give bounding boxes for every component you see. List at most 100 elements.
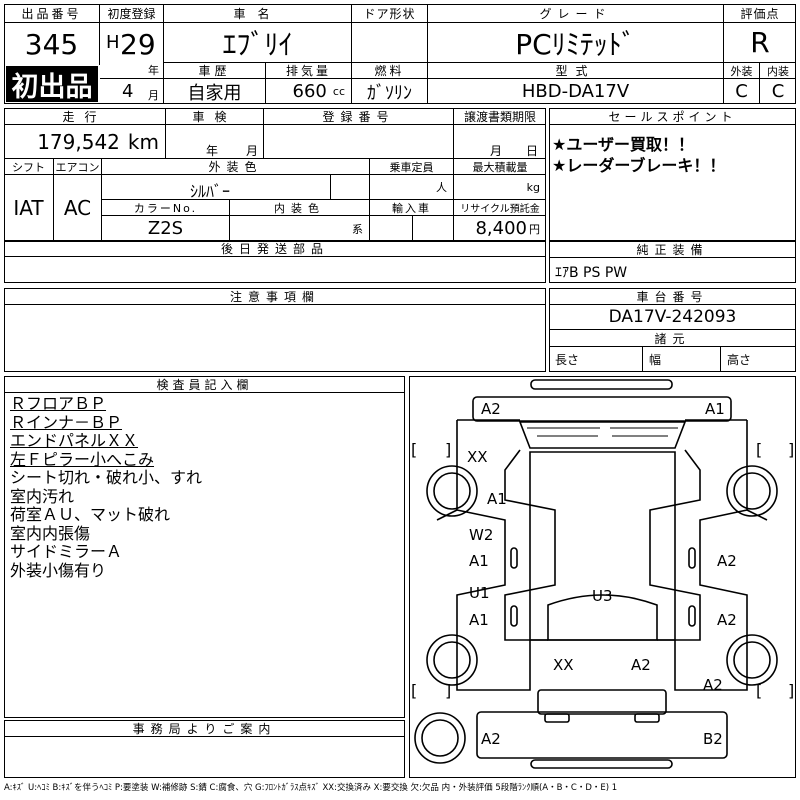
mileage-cell: 179,542 km xyxy=(4,125,166,159)
bracket-right-close: ] xyxy=(788,440,795,459)
office-section xyxy=(4,720,405,778)
front-bumper-top xyxy=(530,379,673,390)
mark-rear-door-left-b: A1 xyxy=(469,611,489,629)
load-cell: kg xyxy=(454,175,546,200)
reg-month: 4 xyxy=(122,81,134,102)
model-label: 型式 xyxy=(428,63,724,79)
chassis-label: 車台番号 xyxy=(549,288,796,305)
insp-month-unit: 月 xyxy=(246,144,259,158)
ext-color-cell xyxy=(102,175,370,200)
shift-label: シフト xyxy=(4,159,54,175)
equipment-label: 純正装備 xyxy=(549,241,796,258)
mark-rear-door-left-a: U1 xyxy=(469,584,490,602)
footer-legend: A:ｷｽﾞ U:ﾍｺﾐ B:ｷｽﾞを伴うﾍｺﾐ P:要塗装 W:補修跡 S:錆 … xyxy=(4,783,618,793)
front-bumper xyxy=(472,396,732,422)
height-label: 高さ xyxy=(727,353,752,367)
transfer-day: 日 xyxy=(526,144,539,158)
damage-diagram: [ ] [ ] [ ] [ ] A2 A1 XX A1 W2 A1 A2 U1 … xyxy=(409,376,796,778)
mark-front-door-right: A2 xyxy=(717,552,737,570)
load-unit: kg xyxy=(526,180,540,194)
sales-points-label: セールスポイント xyxy=(549,108,796,125)
import-cell xyxy=(370,216,454,241)
inspection-cell xyxy=(166,125,264,159)
reg-month-cell xyxy=(100,79,164,104)
sales-points-section xyxy=(549,108,796,241)
dims-label: 諸元 xyxy=(549,330,796,347)
sales-point-2: ★レーダーブレーキ！！ xyxy=(552,156,726,175)
year-unit: 年 xyxy=(148,64,159,77)
score-label: 評価点 xyxy=(724,4,796,23)
lot-no-label: 出品番号 xyxy=(4,4,100,23)
color-no: Z2S xyxy=(102,216,230,241)
inspector-line-8: 室内内張傷 xyxy=(10,523,91,543)
int-color-cell: 系 xyxy=(230,216,370,241)
recycle: 8,400 xyxy=(475,218,527,239)
inspector-line-9: サイドミラーＡ xyxy=(10,542,123,561)
mark-rear-door-right: A2 xyxy=(717,611,737,629)
recycle-unit: 円 xyxy=(529,222,540,236)
inspector-line-3: エンドパネルＸＸ xyxy=(10,431,139,450)
mark-rear-right-a: A2 xyxy=(631,656,651,674)
displacement-unit: cc xyxy=(332,85,345,98)
bracket-left-close: ] xyxy=(445,440,452,459)
history-label: 車歴 xyxy=(164,63,266,79)
int-color-label: 内装色 xyxy=(230,200,370,216)
reg-year: 29 xyxy=(120,28,156,61)
plate xyxy=(264,125,454,159)
mark-roof: U3 xyxy=(592,587,613,605)
inspector-line-6: 室内汚れ xyxy=(10,486,75,506)
inspector-line-10: 外装小傷有り xyxy=(10,560,107,580)
mileage-label: 走行 xyxy=(4,108,166,125)
equipment-value: ｴｱB PS PW xyxy=(555,265,628,281)
wheel-rear-right xyxy=(726,634,778,686)
width-label: 幅 xyxy=(643,347,721,372)
import-divider xyxy=(412,216,413,241)
first-reg-label: 初度登録 xyxy=(100,4,164,23)
fuel-label: 燃料 xyxy=(352,63,428,79)
cabin-left xyxy=(504,449,556,641)
sales-point-1: ★ユーザー買取！！ xyxy=(552,135,695,154)
interior-label: 内装 xyxy=(760,63,796,79)
rear-bumper xyxy=(476,711,728,759)
notes-section xyxy=(4,288,546,372)
bracket-right-open: [ xyxy=(756,440,763,459)
cabin-right xyxy=(649,449,701,641)
model: HBD-DA17V xyxy=(428,79,724,104)
later-parts-label: 後日発送部品 xyxy=(4,241,546,257)
mark-front-door-left-b: A1 xyxy=(469,552,489,570)
displacement-label: 排気量 xyxy=(266,63,352,79)
spare-wheel xyxy=(414,712,466,764)
exterior-score: C xyxy=(724,79,760,104)
mark-rear-right-b: A2 xyxy=(703,676,723,694)
bracket-rear-right-open: [ xyxy=(756,681,763,700)
mark-front-left: A2 xyxy=(481,400,501,418)
bracket-rear-left-open: [ xyxy=(411,681,418,700)
transfer-cell xyxy=(454,125,546,159)
rear-gate xyxy=(537,689,667,715)
ext-color-divider xyxy=(330,175,331,200)
inspection-label: 車検 xyxy=(166,108,264,125)
ext-color: ｼﾙﾊﾞｰ xyxy=(190,182,231,201)
chassis-number: DA17V-242093 xyxy=(549,305,796,330)
mark-hood: A1 xyxy=(487,490,507,508)
mark-front-door-left-a: W2 xyxy=(469,526,494,544)
era: H xyxy=(106,32,120,53)
windshield xyxy=(518,421,687,449)
door-label: ドア形状 xyxy=(352,4,428,23)
rear-body xyxy=(456,640,748,691)
capacity-cell: 人 xyxy=(370,175,454,200)
office-label: 事務局よりご案内 xyxy=(4,720,405,737)
mark-front-right: A1 xyxy=(705,400,725,418)
interior-score: C xyxy=(771,81,785,102)
capacity-unit: 人 xyxy=(436,181,447,194)
mark-bumper-right: B2 xyxy=(703,730,723,748)
recycle-label: リサイクル預託金 xyxy=(454,200,546,216)
car-name-label: 車名 xyxy=(164,4,352,23)
length-label: 長さ xyxy=(549,347,643,372)
score: R xyxy=(724,23,796,63)
ac: AC xyxy=(54,175,102,241)
ext-color-label: 外装色 xyxy=(102,159,370,175)
import-label: 輸入車 xyxy=(370,200,454,216)
capacity-label: 乗車定員 xyxy=(370,159,454,175)
exterior-label: 外装 xyxy=(724,63,760,79)
